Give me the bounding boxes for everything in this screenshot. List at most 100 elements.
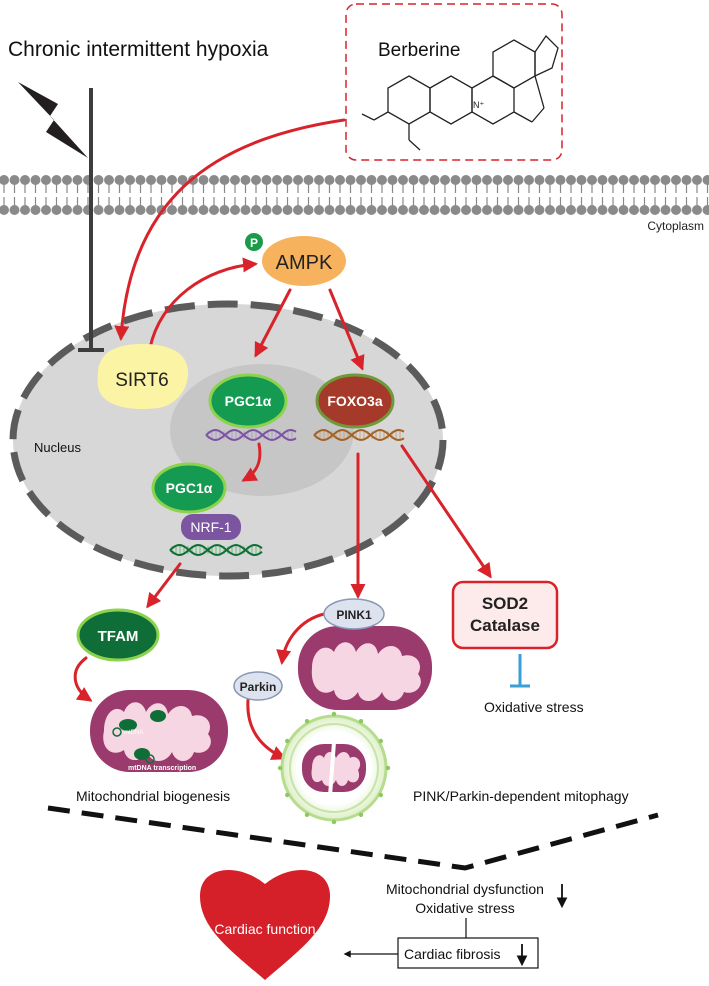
lipid-head (272, 175, 282, 185)
phospho-badge (245, 233, 263, 251)
lipid-head (524, 175, 534, 185)
lipid-head (198, 175, 209, 185)
ampk-to-pgc1a-arrow (254, 288, 292, 358)
lipid-head (419, 205, 429, 215)
lipid-head (629, 205, 639, 215)
foxo3a-label: FOXO3a (327, 393, 382, 409)
lipid-head (324, 175, 335, 185)
biogenesis-label: Mitochondrial biogenesis (76, 788, 230, 804)
pink1-label: PINK1 (336, 608, 372, 622)
sod2-label: SOD2 (482, 594, 528, 613)
lipid-head (303, 175, 314, 185)
receptor-dot (358, 812, 364, 817)
lipid-head (230, 175, 240, 185)
lipid-head (335, 205, 345, 215)
fibrosis-label: Cardiac fibrosis (404, 946, 500, 962)
lipid-head (314, 175, 324, 185)
lipid-head (177, 205, 188, 215)
parkin-to-mitophagy-arrow (246, 698, 287, 760)
foxo3a-node (315, 373, 395, 429)
lipid-head (51, 175, 62, 185)
lipid-head (335, 175, 345, 185)
lipid-head (30, 175, 41, 185)
lipid-head (377, 175, 387, 185)
lipid-head (545, 175, 555, 185)
lipid-head (639, 175, 650, 185)
dna-strand (169, 543, 263, 557)
lipid-head (251, 175, 261, 185)
lipid-head (72, 175, 83, 185)
lipid-head (93, 175, 104, 185)
lipid-head (62, 175, 72, 185)
lipid-head (230, 205, 240, 215)
mitophagy-label: PINK/Parkin-dependent mitophagy (413, 788, 629, 804)
lipid-head (125, 175, 135, 185)
berberine-label: Berberine (378, 40, 460, 61)
lipid-head (429, 205, 440, 215)
lipid-head (272, 205, 282, 215)
lipid-head (555, 205, 566, 215)
lipid-head (209, 205, 219, 215)
lipid-head (482, 205, 492, 215)
lipid-head (639, 205, 650, 215)
lipid-head (366, 175, 377, 185)
lipid-head (41, 175, 51, 185)
nrf1-to-tfam-arrow (146, 562, 182, 609)
lipid-head (167, 205, 177, 215)
receptor-dot (285, 738, 290, 744)
berberine-structure-icon (361, 34, 559, 151)
lipid-head (660, 175, 671, 185)
ampk-label: AMPK (276, 252, 333, 274)
sirt6-to-ampk-arrow (148, 257, 258, 350)
lipid-head (261, 205, 272, 215)
lipid-head (503, 205, 513, 215)
lipid-head (471, 175, 482, 185)
receptor-dot (378, 738, 383, 744)
nrf1-dna-helix (169, 543, 263, 557)
lipid-head (618, 205, 629, 215)
dna-strand (169, 543, 263, 557)
lipid-head (314, 205, 324, 215)
lipid-head (660, 205, 671, 215)
lipid-head (482, 175, 492, 185)
foxo3a-dna-helix (313, 428, 405, 442)
mtdna-label: mtDNA (124, 730, 143, 736)
lipid-head (681, 175, 692, 185)
lipid-head (9, 205, 20, 215)
lipid-head (534, 205, 545, 215)
lipid-head (62, 205, 72, 215)
title-label: Chronic intermittent hypoxia (8, 38, 269, 61)
cell-membrane (0, 175, 709, 215)
sirt6-node (97, 343, 189, 410)
lipid-head (72, 205, 83, 215)
lipid-head (597, 205, 608, 215)
parkin-label: Parkin (240, 680, 277, 694)
dna-strand (313, 428, 405, 442)
sirt6-label: SIRT6 (115, 370, 169, 391)
lightning-bolt-icon (18, 82, 88, 158)
pgc1a-top-label: PGC1α (225, 393, 272, 409)
summary-oxidative-label: Oxidative stress (415, 900, 515, 916)
lipid-head (566, 175, 576, 185)
ampk-node (262, 236, 346, 286)
lipid-head (356, 175, 366, 185)
lipid-head (398, 205, 408, 215)
lipid-head (240, 175, 251, 185)
lipid-head (377, 205, 387, 215)
lipid-head (398, 175, 408, 185)
oxidative-stress-label: Oxidative stress (484, 699, 584, 715)
lipid-head (345, 205, 356, 215)
mtdna-green-2 (150, 710, 166, 722)
lipid-head (513, 205, 524, 215)
summary-funnel-line (47, 805, 659, 871)
lipid-head (293, 205, 303, 215)
lipid-head (282, 205, 293, 215)
pgc1a-to-pgc1a-arrow (241, 442, 262, 482)
foxo3a-to-sod2-arrow (400, 444, 492, 579)
lipid-head (492, 205, 503, 215)
dna-strand (205, 428, 297, 442)
lipid-head (0, 175, 9, 185)
lipid-head (671, 175, 681, 185)
berberine-box (345, 3, 563, 161)
